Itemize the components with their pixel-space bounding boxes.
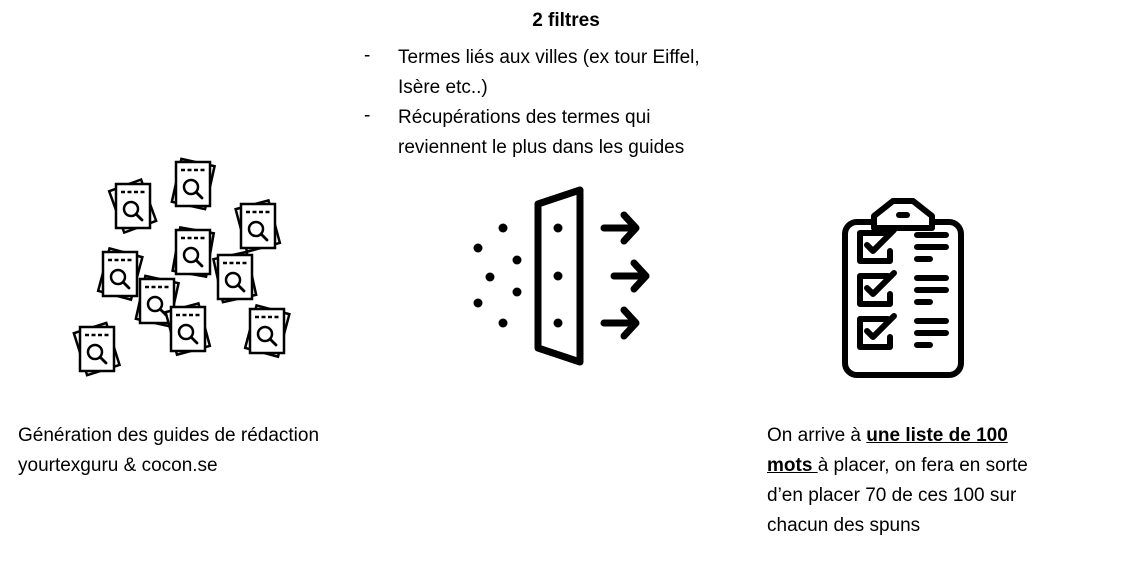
document-search-icon — [72, 321, 122, 377]
left-caption-line-1: Génération des guides de rédaction — [18, 425, 320, 446]
filter-2-line-1: Récupérations des termes qui — [398, 107, 651, 128]
document-search-icon — [107, 177, 158, 235]
bullet-marker: - — [364, 105, 371, 126]
document-search-icon — [171, 225, 216, 279]
filter-1-line-1: Termes liés aux villes (ex tour Eiffel, — [398, 47, 700, 68]
caption-text: d’en placer 70 de ces 100 sur — [767, 485, 1017, 506]
document-search-icon — [234, 198, 282, 254]
left-caption: Génération des guides de rédaction yourt… — [18, 421, 319, 481]
right-caption: On arrive à une liste de 100 mots à plac… — [767, 421, 1028, 541]
caption-text: On arrive à — [767, 425, 867, 446]
document-search-icon — [243, 303, 291, 359]
filter-2-line-2: reviennent le plus dans les guides — [398, 137, 685, 158]
document-search-icon — [164, 301, 212, 357]
document-search-icon — [96, 246, 144, 302]
document-search-icon — [211, 250, 258, 304]
caption-emphasis: une liste de 100 — [866, 425, 1008, 446]
bullet-marker: - — [364, 45, 371, 66]
left-caption-line-2: yourtexguru & cocon.se — [18, 455, 218, 476]
caption-text: à placer, on fera en sorte — [817, 455, 1028, 476]
document-search-icon — [170, 157, 217, 211]
caption-text: chacun des spuns — [767, 515, 921, 536]
caption-emphasis: mots — [767, 455, 818, 476]
filter-1-line-2: Isère etc..) — [398, 77, 488, 98]
filter-item-2: Récupérations des termes qui reviennent … — [398, 103, 684, 163]
diagram-title: 2 filtres — [532, 10, 600, 31]
filter-item-1: Termes liés aux villes (ex tour Eiffel, … — [398, 43, 700, 103]
